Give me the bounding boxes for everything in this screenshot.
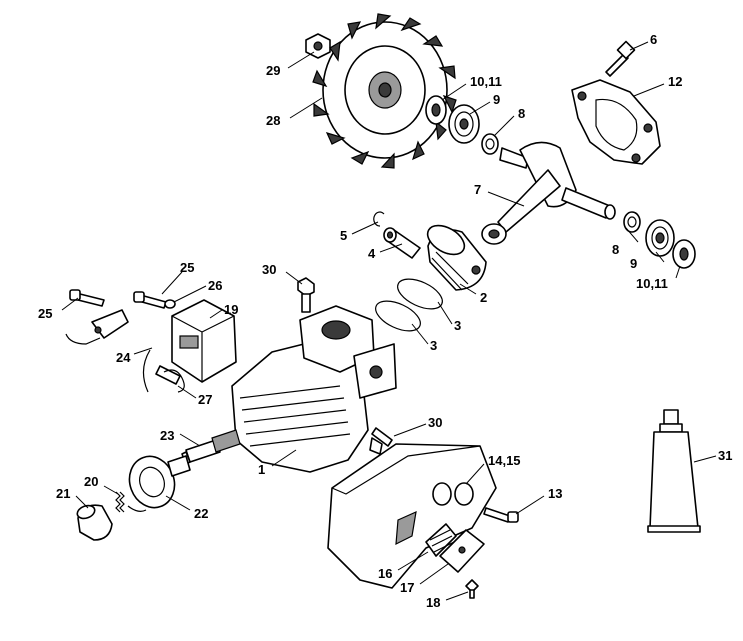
callout-3-lower: 3 <box>430 338 437 353</box>
callout-1: 1 <box>258 462 265 477</box>
part-30-screw-lower <box>369 427 393 455</box>
part-5-circlip <box>373 211 385 227</box>
part-9-bearing-upper <box>448 104 480 144</box>
part-18-screw <box>465 579 479 599</box>
callout-22: 22 <box>194 506 208 521</box>
callout-24: 24 <box>116 350 131 365</box>
part-14-15-shroud <box>327 443 497 589</box>
callout-25-left: 25 <box>38 306 52 321</box>
part-3-piston-ring-upper <box>397 278 443 310</box>
part-24-ground-wire <box>65 309 151 393</box>
part-7-crankshaft <box>481 141 616 245</box>
part-3-piston-ring-lower <box>375 300 421 332</box>
callout-7: 7 <box>474 182 481 197</box>
part-6-screw <box>605 40 636 77</box>
callout-14-15: 14,15 <box>488 453 521 468</box>
part-31-grease-tube <box>647 409 701 533</box>
callout-8-lower: 8 <box>612 242 619 257</box>
callout-13: 13 <box>548 486 562 501</box>
part-12-crankcase-half <box>571 79 661 165</box>
callout-20: 20 <box>84 474 98 489</box>
callout-29: 29 <box>266 63 280 78</box>
callout-18: 18 <box>426 595 440 610</box>
callout-21: 21 <box>56 486 70 501</box>
callout-23: 23 <box>160 428 174 443</box>
callout-26: 26 <box>208 278 222 293</box>
part-19-ignition-module <box>155 299 237 385</box>
callout-8-upper: 8 <box>518 106 525 121</box>
part-13-screw <box>483 507 519 523</box>
callout-30-upper: 30 <box>262 262 276 277</box>
part-8-ring-upper <box>481 133 499 155</box>
part-10-11-seal-lower <box>672 239 696 269</box>
callout-2: 2 <box>480 290 487 305</box>
part-8-ring-lower <box>623 211 641 233</box>
callout-19: 19 <box>224 302 238 317</box>
callout-labels: 29 28 10,11 9 8 6 12 7 5 4 2 3 3 8 9 10,… <box>38 32 732 610</box>
part-21-sleeve <box>76 504 113 541</box>
callout-10-11-upper: 10,11 <box>470 74 502 89</box>
callout-25-center: 25 <box>180 260 194 275</box>
leader-lines <box>61 41 717 601</box>
callout-9-lower: 9 <box>630 256 637 271</box>
part-26-washer <box>164 299 176 309</box>
part-30-screw-upper <box>297 277 315 313</box>
part-17-cover <box>439 529 485 573</box>
callout-6: 6 <box>650 32 657 47</box>
callout-30-lower: 30 <box>428 415 442 430</box>
part-22-cap <box>128 455 191 509</box>
callout-12: 12 <box>668 74 682 89</box>
callout-27: 27 <box>198 392 212 407</box>
part-25-screw-left <box>69 289 105 307</box>
callout-5: 5 <box>340 228 347 243</box>
part-23-spark-plug <box>181 429 241 465</box>
callout-28: 28 <box>266 113 280 128</box>
callout-16: 16 <box>378 566 392 581</box>
part-1-cylinder <box>231 305 397 473</box>
part-25-screw-center <box>133 291 167 309</box>
part-29-nut <box>305 33 331 59</box>
part-4-piston-pin <box>383 227 421 259</box>
part-10-11-seal-upper <box>425 95 447 125</box>
callout-9-upper: 9 <box>493 92 500 107</box>
callout-17: 17 <box>400 580 414 595</box>
callout-10-11-lower: 10,11 <box>636 276 668 291</box>
part-27-clip <box>163 369 185 393</box>
part-16-screen <box>425 523 457 557</box>
callout-3-upper: 3 <box>454 318 461 333</box>
callout-4: 4 <box>368 246 376 261</box>
part-28-flywheel <box>312 13 457 169</box>
callout-31: 31 <box>718 448 732 463</box>
part-20-spring <box>115 491 147 513</box>
part-2-piston <box>426 224 487 291</box>
part-9-bearing-lower <box>645 219 675 257</box>
